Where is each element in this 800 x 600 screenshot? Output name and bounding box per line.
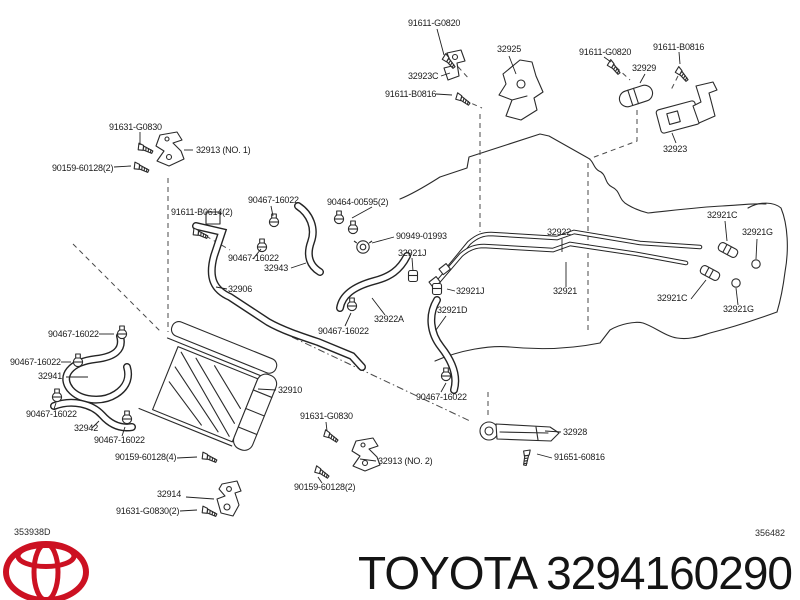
part-label-90159-60128: 90159-60128(2) [52, 163, 113, 173]
tube-32906-drawing [192, 211, 366, 371]
part-label-90467-16022-h: 90467-16022 [416, 392, 467, 402]
part-label-32921J-b: 32921J [456, 286, 484, 296]
part-label-32910: 32910 [278, 385, 302, 395]
part-label-32923: 32923 [663, 144, 687, 154]
part-label-32921C-b: 32921C [657, 293, 688, 303]
footer-part-title: TOYOTA 3294160290 [358, 547, 792, 599]
bracket-32913-no2-drawing [351, 437, 381, 472]
pipes-32922-32921-drawing [407, 229, 761, 296]
part-label-32921: 32921 [553, 286, 577, 296]
bracket-32913-no1-drawing [155, 131, 185, 167]
plate-32914-drawing [216, 480, 242, 517]
part-label-32906: 32906 [228, 284, 252, 294]
part-label-32941: 32941 [38, 371, 62, 381]
part-label-91611-B0816-2: 91611-B0816 [653, 42, 704, 52]
part-label-90467-16022-b: 90467-16022 [228, 253, 279, 263]
part-label-90467-16022-e: 90467-16022 [10, 357, 61, 367]
engine-outline [399, 133, 788, 362]
part-label-32928: 32928 [563, 427, 587, 437]
part-label-91611-G0820: 91611-G0820 [408, 18, 460, 28]
toyota-logo-icon [3, 541, 89, 600]
hose-32941-drawing [62, 332, 133, 404]
part-label-32914: 32914 [157, 489, 181, 499]
part-label-91611-B0614: 91611-B0614(2) [171, 207, 233, 217]
part-label-91611-G0820-2: 91611-G0820 [579, 47, 631, 57]
part-label-32942: 32942 [74, 423, 98, 433]
bracket-32925-drawing [498, 59, 544, 121]
part-label-32943: 32943 [264, 263, 288, 273]
part-label-32921G-a: 32921G [742, 227, 773, 237]
part-label-32921C-a: 32921C [707, 210, 738, 220]
part-label-91631-G0830-2: 91631-G0830(2) [116, 506, 179, 516]
part-label-32921D: 32921D [437, 305, 468, 315]
part-label-32925: 32925 [497, 44, 521, 54]
hose-32922A-drawing [336, 252, 411, 312]
part-label-90949-01993: 90949-01993 [396, 231, 447, 241]
part-label-90467-16022-a: 90467-16022 [248, 195, 299, 205]
part-label-90467-16022-f: 90467-16022 [26, 409, 77, 419]
part-label-91651-60816: 91651-60816 [554, 452, 605, 462]
construction-lines [72, 59, 679, 422]
part-label-32921J-a: 32921J [398, 248, 426, 258]
strap-32928-drawing [479, 421, 560, 442]
part-label-90159-60128-4: 90159-60128(4) [115, 452, 176, 462]
part-label-32913-no1: 32913 (NO. 1) [196, 145, 251, 155]
hose-32942-drawing [50, 398, 136, 432]
part-label-90159-60128-2b: 90159-60128(2) [294, 482, 355, 492]
bracket-32923-drawing [655, 81, 718, 134]
part-labels: 91611-G0820 32925 32923C 91611-B0816 916… [10, 18, 773, 516]
leader-lines [53, 28, 758, 512]
part-label-32913-no2: 32913 (NO. 2) [378, 456, 433, 466]
drawing-code-right: 356482 [755, 528, 785, 538]
hose-32943-drawing [294, 202, 324, 276]
part-label-32923C: 32923C [408, 71, 439, 81]
sensor-32929-drawing [618, 84, 654, 108]
part-label-91631-G0830: 91631-G0830 [109, 122, 162, 132]
part-label-91611-B0816: 91611-B0816 [385, 89, 436, 99]
part-label-32929: 32929 [632, 63, 656, 73]
part-label-32922: 32922 [547, 227, 571, 237]
part-label-32922A: 32922A [374, 314, 404, 324]
drawing-code-left: 353938D [14, 527, 51, 537]
part-label-90467-16022-g: 90467-16022 [94, 435, 145, 445]
part-label-91631-G0830-b: 91631-G0830 [300, 411, 353, 421]
part-label-90464-00595: 90464-00595(2) [327, 197, 388, 207]
radiator-32910-drawing [138, 321, 278, 451]
part-label-32921G-b: 32921G [723, 304, 754, 314]
part-label-90467-16022-c: 90467-16022 [318, 326, 369, 336]
hose-32921D-drawing [427, 296, 460, 394]
part-label-90467-16022-d: 90467-16022 [48, 329, 99, 339]
